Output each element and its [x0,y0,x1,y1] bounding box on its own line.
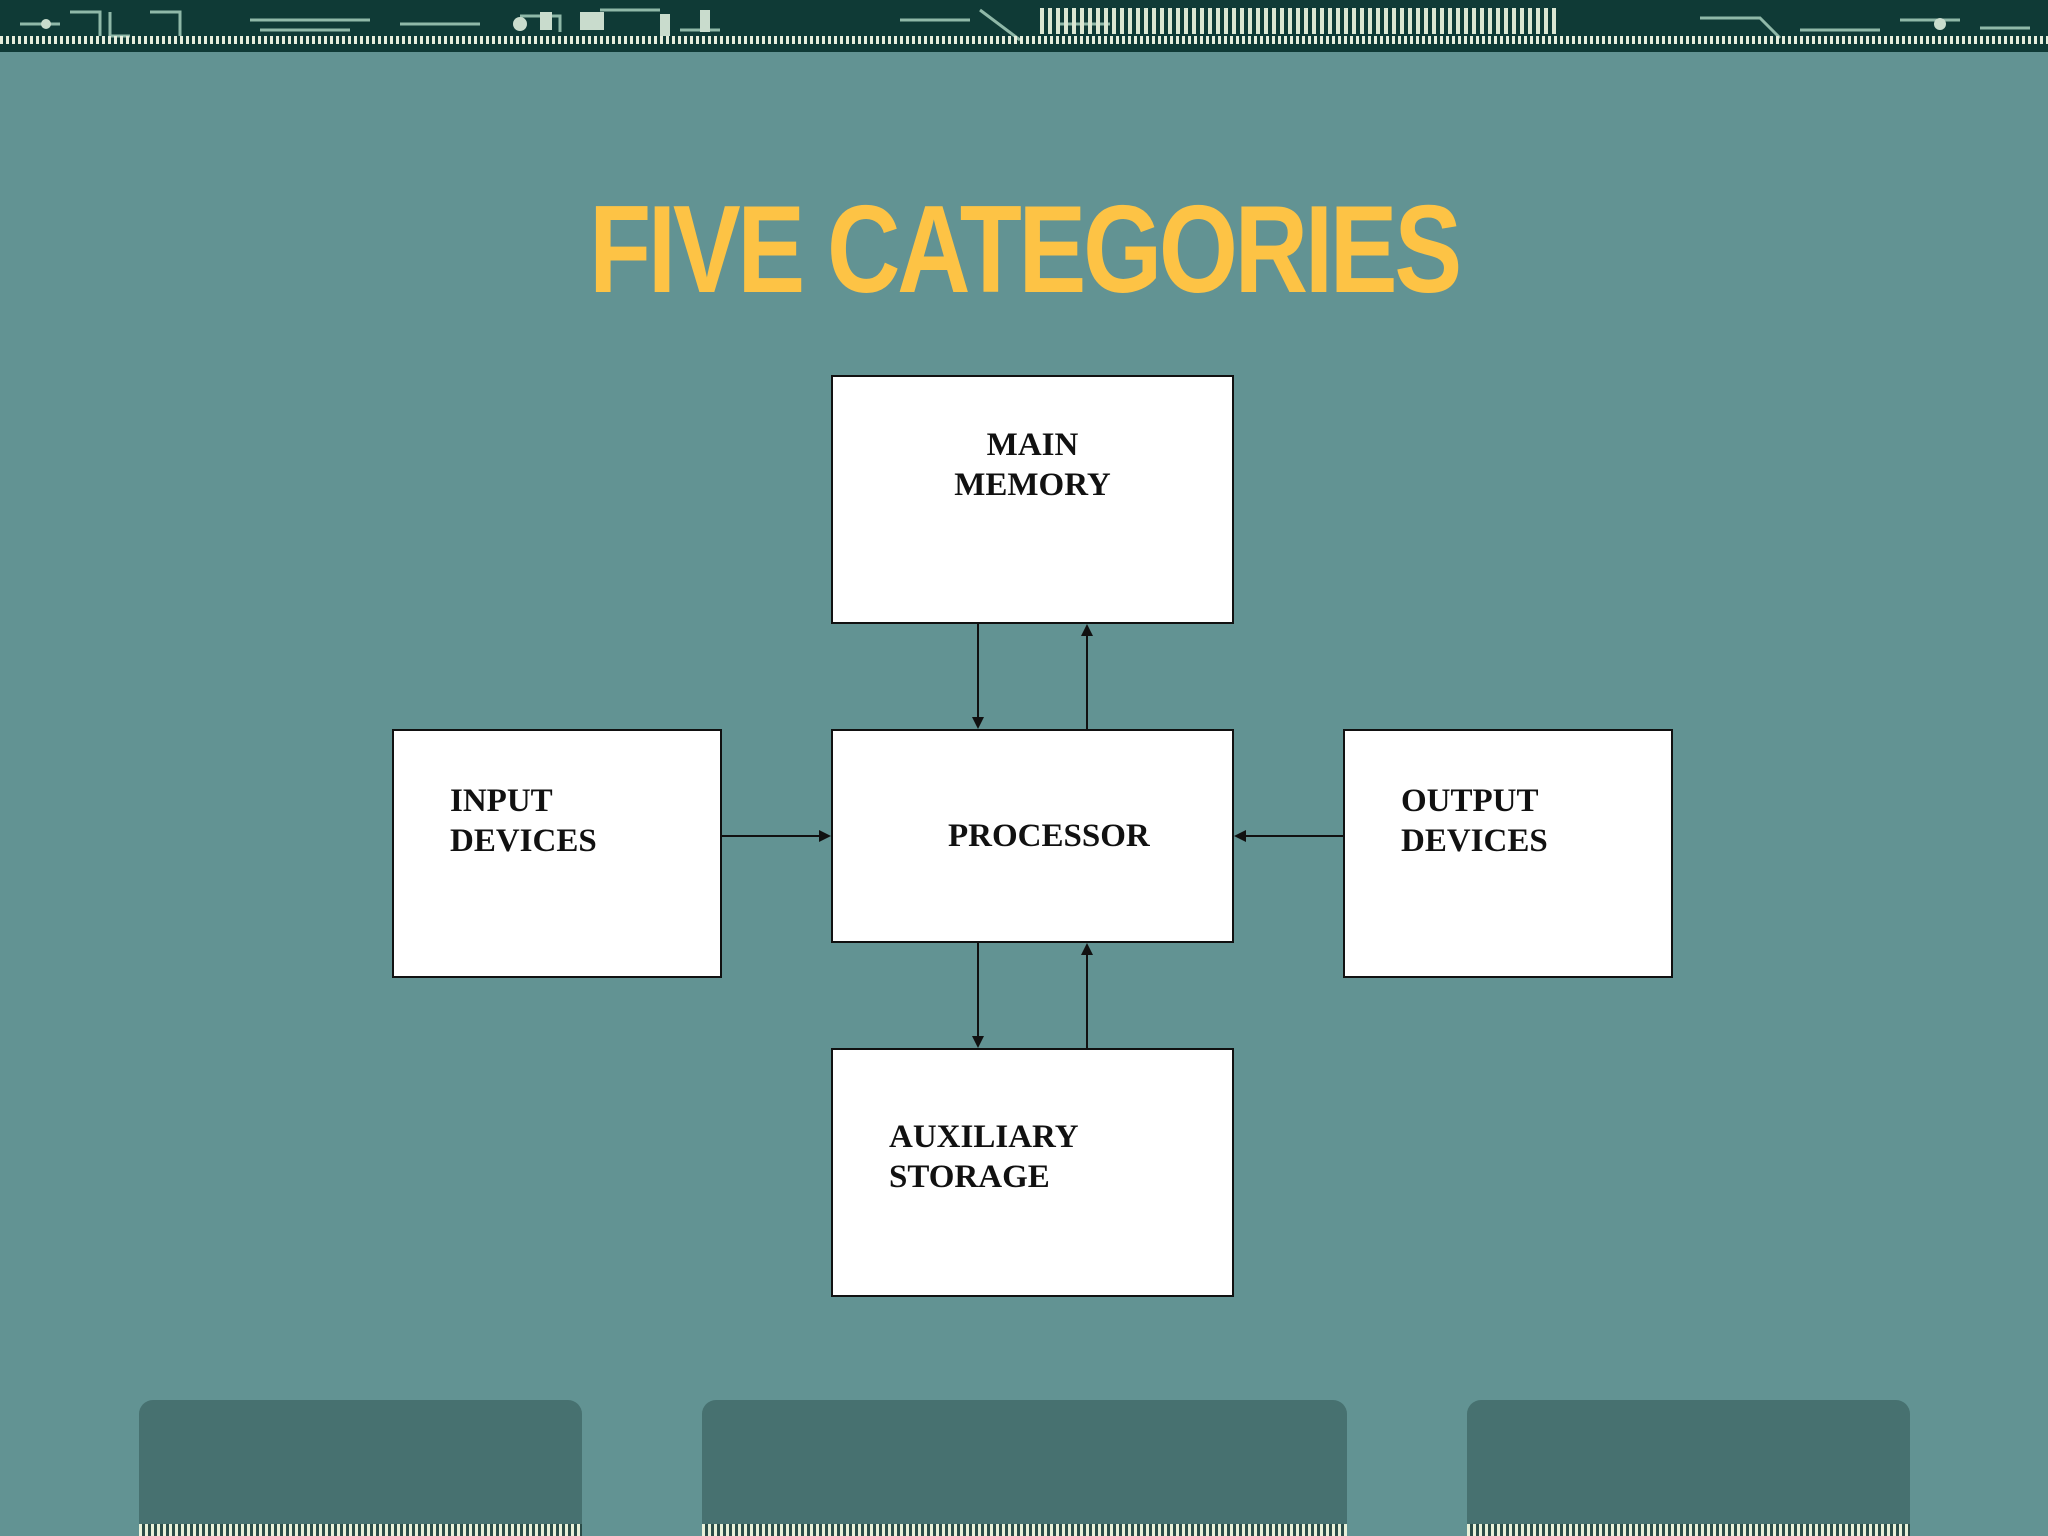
output-devices-box: OUTPUT DEVICES [1343,729,1673,978]
auxiliary-storage-label-line2: STORAGE [889,1159,1050,1195]
input-devices-label: INPUT DEVICES [450,781,597,861]
bottom-decor-stripes [702,1524,1347,1536]
output-devices-label-line1: OUTPUT [1401,783,1539,819]
input-devices-label-line2: DEVICES [450,823,597,859]
auxiliary-storage-box: AUXILIARY STORAGE [831,1048,1234,1297]
main-memory-label: MAIN MEMORY [833,425,1232,505]
bottom-decor-tab-right [1467,1400,1910,1536]
bottom-decor-tab-left [139,1400,582,1536]
slide-title: FIVE CATEGORIES [589,181,1462,319]
auxiliary-storage-label: AUXILIARY STORAGE [889,1117,1079,1197]
processor-box: PROCESSOR [831,729,1234,943]
output-devices-label: OUTPUT DEVICES [1401,781,1548,861]
processor-label: PROCESSOR [948,816,1150,856]
bottom-decor-tab-center [702,1400,1347,1536]
circuit-header-banner [0,0,2048,52]
bottom-decor-stripes [1467,1524,1910,1536]
bottom-decor-stripes [139,1524,582,1536]
auxiliary-storage-label-line1: AUXILIARY [889,1119,1079,1155]
circuit-pattern-graphic [0,0,2048,52]
main-memory-label-line2: MEMORY [954,467,1111,503]
input-devices-label-line1: INPUT [450,783,553,819]
output-devices-label-line2: DEVICES [1401,823,1548,859]
main-memory-box: MAIN MEMORY [831,375,1234,624]
input-devices-box: INPUT DEVICES [392,729,722,978]
processor-label-text: PROCESSOR [948,818,1150,854]
main-memory-label-line1: MAIN [986,427,1079,463]
